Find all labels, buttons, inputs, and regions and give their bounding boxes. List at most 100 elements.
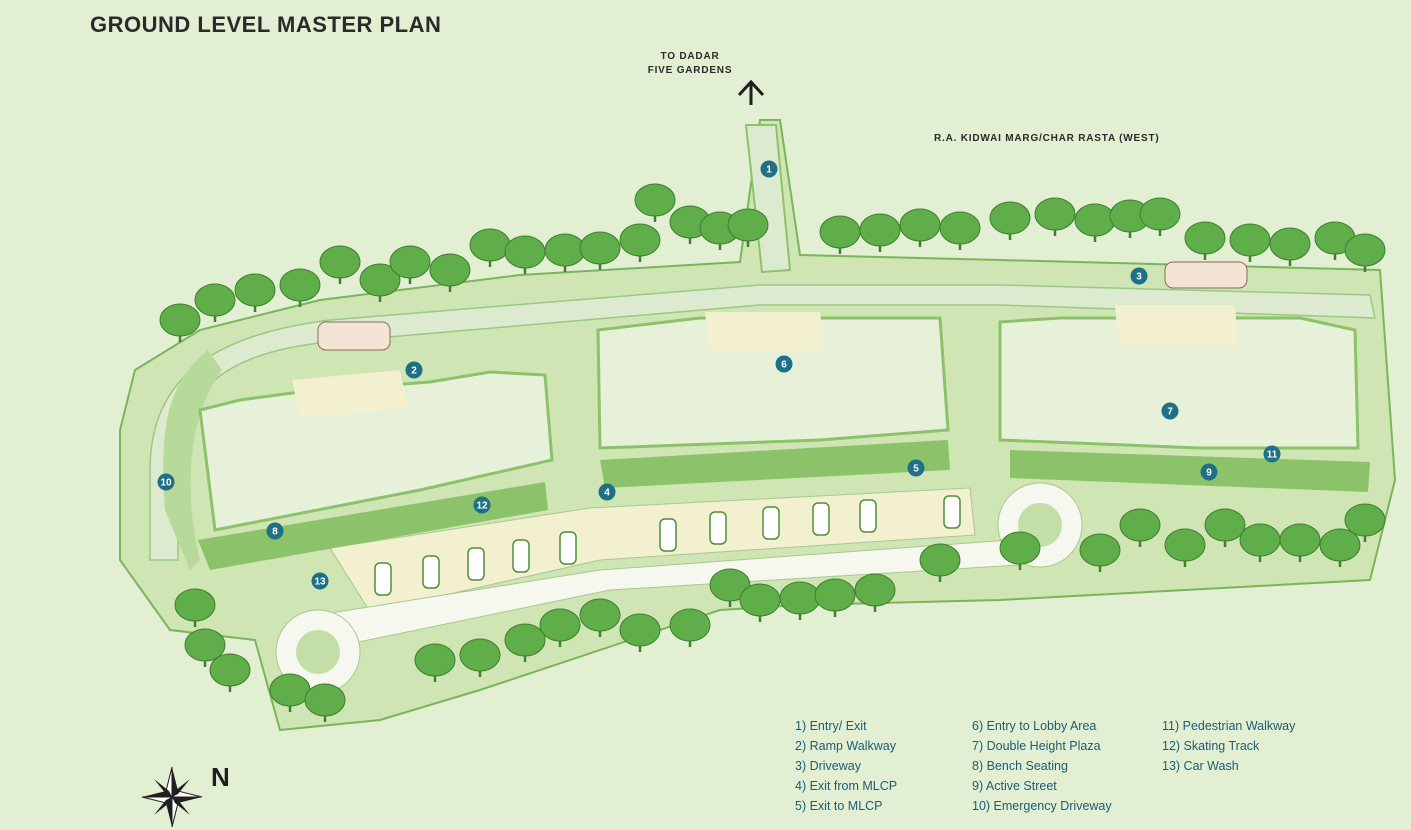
marker-label-3: 3 [1136, 272, 1142, 283]
tree-icon [899, 208, 941, 242]
tree-icon [1119, 508, 1161, 542]
tree-icon [234, 273, 276, 307]
moving-car [317, 321, 391, 351]
tree-icon [1319, 528, 1361, 562]
marker-9 [1200, 463, 1218, 481]
marker-7 [1161, 402, 1179, 420]
plaza-east [1115, 305, 1238, 345]
legend-column-2: 6) Entry to Lobby Area 7) Double Height … [972, 716, 1112, 816]
marker-label-9: 9 [1206, 468, 1212, 479]
parked-cars [374, 495, 961, 596]
tree-icon [669, 608, 711, 642]
tree-icon [939, 211, 981, 245]
marker-2 [405, 361, 423, 379]
marker-11 [1263, 445, 1281, 463]
marker-label-8: 8 [272, 527, 278, 538]
tree-icon [739, 583, 781, 617]
marker-3 [1130, 267, 1148, 285]
tree-icon [279, 268, 321, 302]
tree-icon [919, 543, 961, 577]
tree-icon [459, 638, 501, 672]
parked-car [709, 511, 727, 545]
legend-item: 8) Bench Seating [972, 759, 1068, 773]
legend-item: 2) Ramp Walkway [795, 739, 896, 753]
marker-label-7: 7 [1167, 407, 1173, 418]
compass-north-label: N [211, 762, 230, 792]
tree-icon [1184, 221, 1226, 255]
north-arrow-icon [737, 79, 765, 105]
marker-label-11: 11 [1267, 450, 1278, 461]
building-block-west [198, 370, 554, 532]
tree-icon [1034, 197, 1076, 231]
turning-circle-west-center [296, 630, 340, 674]
marker-label-6: 6 [781, 360, 787, 371]
tree-icon [779, 581, 821, 615]
marker-1 [760, 160, 778, 178]
tree-icon [304, 683, 346, 717]
plaza-central [705, 312, 825, 352]
tree-icon [579, 598, 621, 632]
legend-item: 1) Entry/ Exit [795, 719, 867, 733]
plaza-west [292, 370, 408, 418]
tree-icon [504, 623, 546, 657]
tree-icon [859, 213, 901, 247]
tree-icon [579, 231, 621, 265]
marker-label-5: 5 [913, 464, 919, 475]
marker-8 [266, 522, 284, 540]
tree-icon [1164, 528, 1206, 562]
tree-icon [1344, 503, 1386, 537]
tree-icon [269, 673, 311, 707]
marker-label-12: 12 [476, 501, 488, 512]
parked-car [812, 502, 830, 536]
parked-car [422, 555, 440, 589]
tree-icon [389, 245, 431, 279]
legend-column-1: 1) Entry/ Exit 2) Ramp Walkway 3) Drivew… [795, 716, 897, 816]
tree-icon [1344, 233, 1386, 267]
tree-icon [709, 568, 751, 602]
tree-icon [159, 303, 201, 337]
tree-icon [727, 208, 769, 242]
marker-13 [311, 572, 329, 590]
tree-icon [1279, 523, 1321, 557]
marker-6 [775, 355, 793, 373]
active-street-strip [1010, 450, 1370, 492]
tree-icon [184, 628, 226, 662]
moving-car [1164, 261, 1248, 289]
tree-icon [1079, 533, 1121, 567]
parked-car [943, 495, 961, 529]
tree-icon [1204, 508, 1246, 542]
marker-label-1: 1 [766, 165, 772, 176]
parked-car [559, 531, 577, 565]
tree-icon [539, 608, 581, 642]
west-landscape-strip [198, 482, 548, 570]
tree-icon [814, 578, 856, 612]
tree-icon [359, 263, 401, 297]
direction-label: TO DADAR FIVE GARDENS [640, 50, 740, 78]
page-title: GROUND LEVEL MASTER PLAN [90, 12, 442, 37]
tree-icon [174, 588, 216, 622]
tree-icon [504, 235, 546, 269]
tree-icon [989, 201, 1031, 235]
road-label: R.A. KIDWAI MARG/CHAR RASTA (WEST) [934, 133, 1160, 144]
marker-5 [907, 459, 925, 477]
tree-icon [429, 253, 471, 287]
marker-10 [157, 473, 175, 491]
tree-icon [194, 283, 236, 317]
tree-icon [619, 613, 661, 647]
parked-car [512, 539, 530, 573]
tree-icon [854, 573, 896, 607]
tree-group [159, 183, 1386, 722]
tree-icon [1269, 227, 1311, 261]
central-landscape-strip [600, 440, 950, 488]
tree-icon [414, 643, 456, 677]
marker-4 [598, 483, 616, 501]
parked-car [374, 562, 392, 596]
parked-car [859, 499, 877, 533]
tree-icon [1229, 223, 1271, 257]
tree-icon [1074, 203, 1116, 237]
marker-label-10: 10 [160, 478, 172, 489]
legend-item: 10) Emergency Driveway [972, 799, 1112, 813]
parked-car [659, 518, 677, 552]
